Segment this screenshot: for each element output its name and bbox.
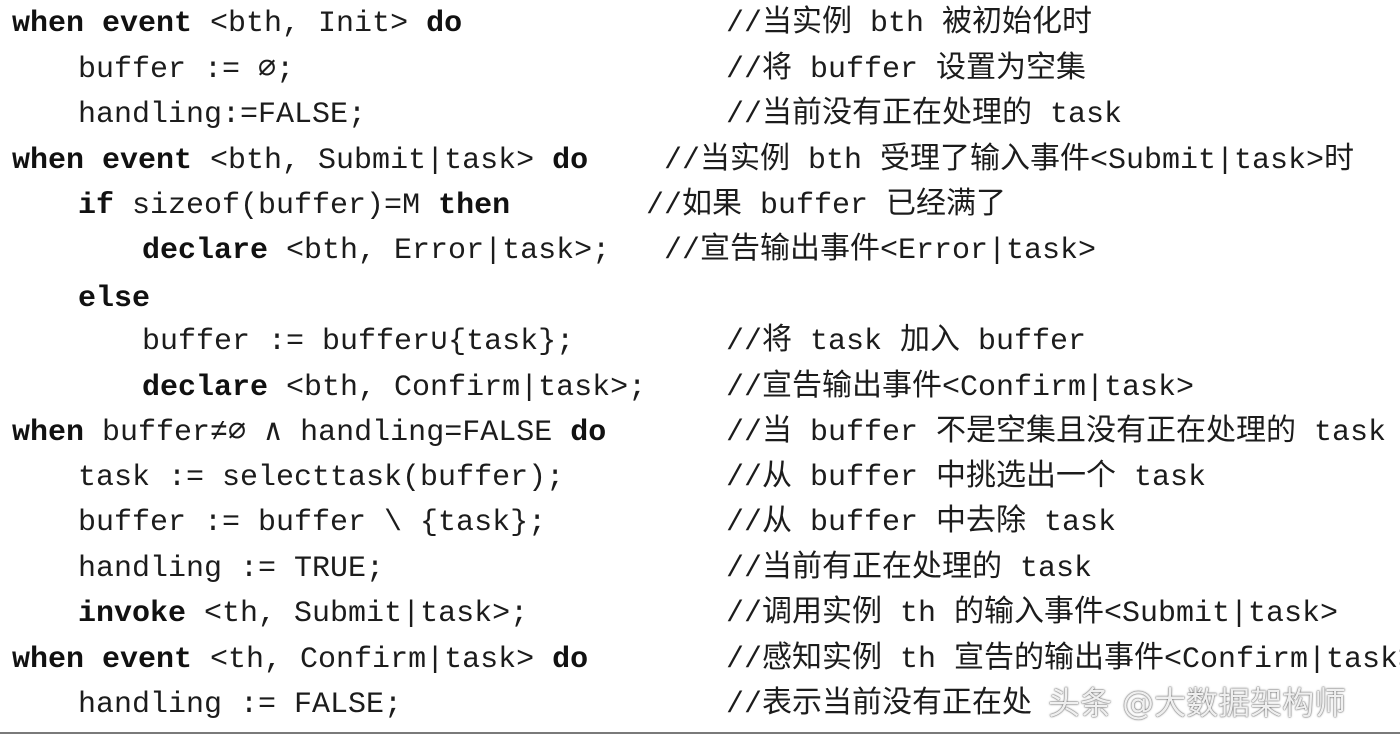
code-statement: buffer := ∅; — [78, 48, 294, 93]
code-statement: handling := FALSE; — [78, 683, 402, 728]
code-text: buffer := ∅; — [78, 53, 295, 87]
code-comment: //表示当前没有正在处 — [726, 688, 1033, 722]
code-comment: //宣告输出事件<Error|task> — [646, 234, 1097, 268]
code-text: <bth, Error|task>; — [268, 234, 611, 268]
code-comment: //当实例 bth 受理了输入事件<Submit|task>时 — [646, 144, 1355, 178]
code-statement: when event <bth, Submit|task> do — [12, 139, 588, 184]
code-line: when event <bth, Init> do //当实例 bth 被初始化时 — [0, 2, 1400, 47]
code-statement: when buffer≠∅ ∧ handling=FALSE do — [12, 411, 606, 456]
code-line: handling:=FALSE; //当前没有正在处理的 task — [0, 93, 1400, 138]
code-line: buffer := buffer \ {task}; //从 buffer 中去除… — [0, 501, 1400, 546]
code-text: handling := TRUE; — [78, 552, 385, 586]
code-statement: buffer := buffer \ {task}; — [78, 501, 546, 546]
keyword: when event — [12, 643, 193, 677]
watermark: 头条 @大数据架构师 — [1048, 684, 1347, 722]
code-statement: declare <bth, Confirm|task>; — [142, 366, 646, 411]
keyword: do — [552, 144, 589, 178]
keyword: declare — [142, 234, 269, 268]
code-statement: invoke <th, Submit|task>; — [78, 592, 528, 637]
code-comment: //感知实例 th 宣告的输出事件<Confirm|task> — [726, 643, 1400, 677]
code-line: declare <bth, Confirm|task>; //宣告输出事件<Con… — [0, 366, 1400, 411]
code-text: buffer := buffer∪{task}; — [142, 325, 575, 359]
code-text: <bth, Submit|task> — [192, 144, 553, 178]
code-comment: //宣告输出事件<Confirm|task> — [726, 371, 1195, 405]
code-statement: handling:=FALSE; — [78, 93, 366, 138]
code-line: when event <bth, Submit|task> do //当实例 b… — [0, 139, 1400, 184]
code-text: buffer := buffer \ {task}; — [78, 506, 547, 540]
code-statement: declare <bth, Error|task>; — [142, 229, 610, 274]
code-statement: when event <bth, Init> do — [12, 2, 462, 47]
keyword: if — [78, 189, 115, 223]
code-comment: //将 buffer 设置为空集 — [726, 53, 1087, 87]
code-line: when buffer≠∅ ∧ handling=FALSE do //当 buf… — [0, 411, 1400, 456]
code-text: <bth, Confirm|task>; — [268, 371, 647, 405]
bottom-divider — [0, 732, 1400, 734]
code-statement: when event <th, Confirm|task> do — [12, 638, 588, 683]
code-line: else — [0, 277, 1400, 322]
code-statement: else — [78, 277, 150, 322]
keyword: else — [78, 282, 151, 316]
code-line: if sizeof(buffer)=M then //如果 buffer 已经满了 — [0, 184, 1400, 229]
code-comment: //从 buffer 中去除 task — [726, 506, 1117, 540]
code-text: <bth, Init> — [192, 7, 427, 41]
code-comment: //如果 buffer 已经满了 — [646, 189, 1007, 223]
keyword: do — [426, 7, 463, 41]
code-comment: //当实例 bth 被初始化时 — [726, 7, 1093, 41]
code-comment: //当 buffer 不是空集且没有正在处理的 task — [726, 416, 1387, 450]
code-line: buffer := ∅; //将 buffer 设置为空集 — [0, 48, 1400, 93]
keyword: when event — [12, 144, 193, 178]
code-line: buffer := buffer∪{task}; //将 task 加入 buff… — [0, 320, 1400, 365]
keyword: when — [12, 416, 85, 450]
keyword: then — [438, 189, 511, 223]
code-text: task := selecttask(buffer); — [78, 461, 565, 495]
code-comment: //将 task 加入 buffer — [726, 325, 1087, 359]
keyword: declare — [142, 371, 269, 405]
keyword: when event — [12, 7, 193, 41]
code-line: when event <th, Confirm|task> do //感知实例 t… — [0, 638, 1400, 683]
code-statement: buffer := buffer∪{task}; — [142, 320, 574, 365]
code-text: sizeof(buffer)=M — [114, 189, 439, 223]
code-line: task := selecttask(buffer); //从 buffer 中挑… — [0, 456, 1400, 501]
code-comment: //调用实例 th 的输入事件<Submit|task> — [726, 597, 1339, 631]
code-statement: if sizeof(buffer)=M then — [78, 184, 510, 229]
code-line: invoke <th, Submit|task>; //调用实例 th 的输入事件… — [0, 592, 1400, 637]
keyword: invoke — [78, 597, 187, 631]
code-line: handling := FALSE; //表示当前没有正在处 — [0, 683, 1400, 728]
code-text: buffer≠∅ ∧ handling=FALSE — [84, 416, 571, 450]
keyword: do — [552, 643, 589, 677]
code-statement: handling := TRUE; — [78, 547, 384, 592]
code-comment: //当前有正在处理的 task — [726, 552, 1093, 586]
code-text: handling := FALSE; — [78, 688, 403, 722]
code-text: <th, Submit|task>; — [186, 597, 529, 631]
code-statement: task := selecttask(buffer); — [78, 456, 564, 501]
keyword: do — [570, 416, 607, 450]
code-comment: //当前没有正在处理的 task — [726, 98, 1123, 132]
code-line: handling := TRUE; //当前有正在处理的 task — [0, 547, 1400, 592]
code-text: handling:=FALSE; — [78, 98, 367, 132]
code-text: <th, Confirm|task> — [192, 643, 553, 677]
code-comment: //从 buffer 中挑选出一个 task — [726, 461, 1207, 495]
code-line: declare <bth, Error|task>; //宣告输出事件<Erro… — [0, 229, 1400, 274]
